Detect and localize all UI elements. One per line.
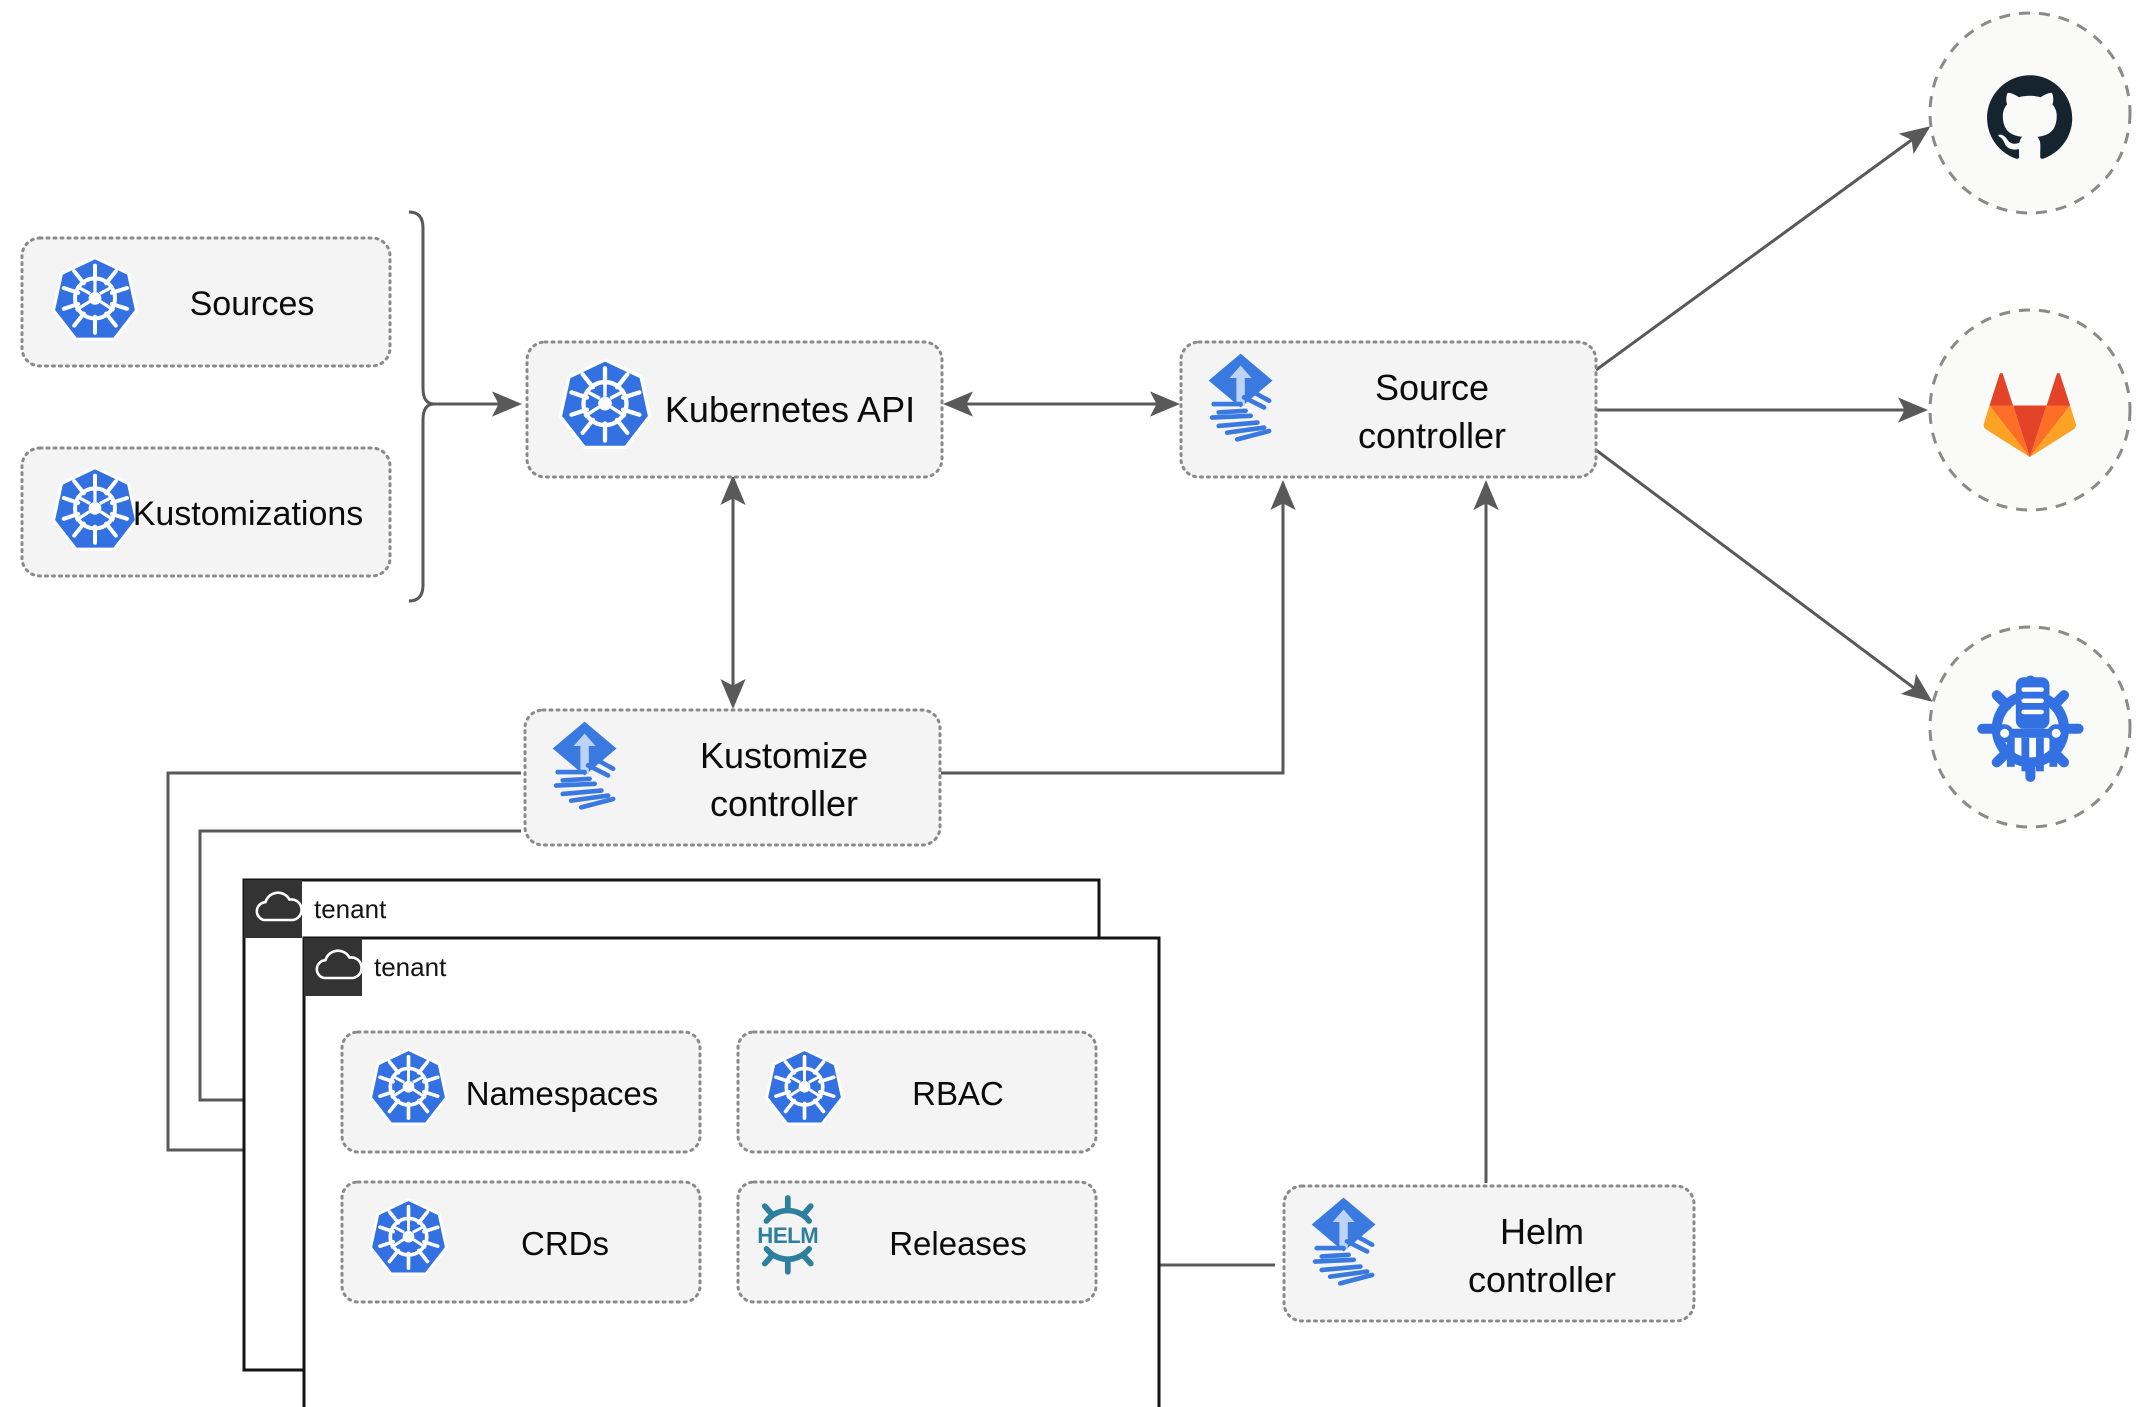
helm-repository-icon xyxy=(1982,677,2078,777)
node-kustomize-controller[interactable]: Kustomize controller xyxy=(523,708,942,847)
arrow-kustomize-to-source xyxy=(941,480,1296,775)
node-releases[interactable]: Releases xyxy=(736,1180,1098,1304)
node-label: Kustomizations xyxy=(133,495,364,533)
provider-helm-repository[interactable] xyxy=(1928,625,2132,829)
node-label: Namespaces xyxy=(466,1075,659,1112)
arrow-source-to-github xyxy=(1595,126,1931,372)
node-label-line1: Source xyxy=(1375,367,1489,408)
node-label: CRDs xyxy=(521,1225,609,1262)
node-label-line2: controller xyxy=(1468,1259,1616,1300)
node-label-line2: controller xyxy=(1358,415,1506,456)
node-label: Releases xyxy=(889,1225,1027,1262)
tenant-panel-inner: tenant xyxy=(302,936,1161,1407)
node-label-line2: controller xyxy=(710,783,858,824)
node-label: Sources xyxy=(190,285,315,323)
tenant-label: tenant xyxy=(374,952,447,982)
kubernetes-icon xyxy=(53,468,136,550)
node-label: RBAC xyxy=(912,1075,1004,1112)
provider-gitlab[interactable] xyxy=(1928,308,2132,512)
helm-icon xyxy=(757,1198,818,1272)
node-namespaces[interactable]: Namespaces xyxy=(340,1030,702,1154)
provider-github[interactable] xyxy=(1928,11,2132,215)
node-label-line1: Helm xyxy=(1500,1211,1584,1252)
node-label: Kubernetes API xyxy=(665,389,915,430)
tenant-header-icon-bg xyxy=(244,880,302,938)
kubernetes-icon xyxy=(368,1197,449,1276)
node-source-controller[interactable]: Source controller xyxy=(1179,340,1598,479)
node-kubernetes-api[interactable]: Kubernetes API xyxy=(525,340,944,479)
node-label-line1: Kustomize xyxy=(700,735,868,776)
kubernetes-icon xyxy=(764,1047,845,1126)
node-kustomizations[interactable]: Kustomizations xyxy=(20,446,392,578)
kubernetes-icon xyxy=(368,1047,449,1126)
node-helm-controller[interactable]: Helm controller xyxy=(1282,1184,1696,1323)
node-sources[interactable]: Sources xyxy=(20,236,392,368)
node-crds[interactable]: CRDs xyxy=(340,1180,702,1304)
brace-sources-group xyxy=(408,210,435,603)
kubernetes-icon xyxy=(53,258,136,340)
node-rbac[interactable]: RBAC xyxy=(736,1030,1098,1154)
kubernetes-icon xyxy=(560,360,649,448)
arrow-source-to-helm-repo xyxy=(1595,448,1933,702)
tenant-header-icon-bg xyxy=(304,938,362,996)
tenant-label: tenant xyxy=(314,894,387,924)
